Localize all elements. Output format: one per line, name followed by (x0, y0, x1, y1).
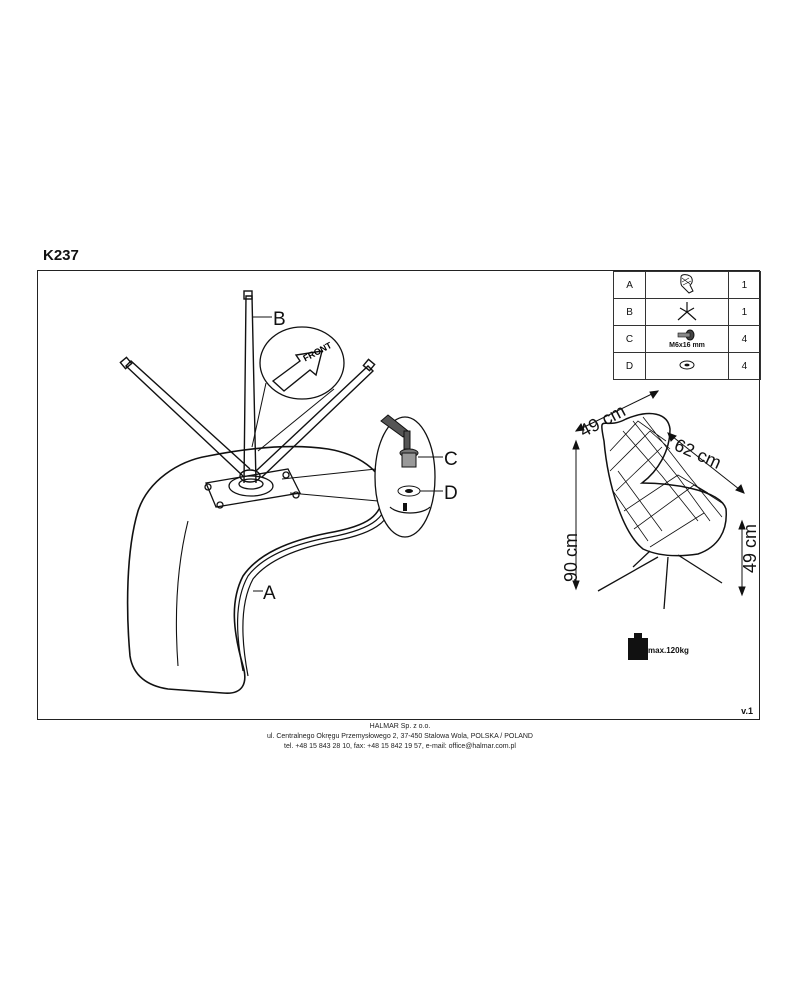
parts-row: C M6x16 mm 4 (612, 325, 762, 353)
callout-d: D (444, 483, 458, 504)
bolt-hole (282, 471, 290, 479)
part-qty: 4 (727, 352, 762, 380)
dim-seat-height: 49 cm (740, 524, 759, 573)
bolt-hole (216, 501, 224, 509)
dim-width: 62 cm (671, 435, 724, 473)
company-name: HALMAR Sp. z o.o. (369, 723, 431, 730)
callout-c: C (444, 449, 458, 470)
parts-row: D 4 (612, 352, 762, 380)
part-qty: 1 (727, 298, 762, 326)
company-footer: HALMAR Sp. z o.o. ul. Centralnego Okręgu… (0, 722, 800, 752)
assembly-drawing: FRONT B C D A (119, 290, 759, 694)
part-code: B (612, 298, 647, 326)
part-code: A (612, 271, 647, 299)
washer-icon (645, 352, 729, 380)
parts-row: A 1 (612, 271, 762, 299)
chair-seat-outline (126, 445, 394, 694)
max-load-label: max.120kg (648, 646, 689, 655)
chair-seat-icon (645, 271, 729, 299)
part-code: C (612, 325, 647, 353)
instruction-frame: FRONT B C D A (37, 270, 762, 720)
front-arrow-icon (271, 350, 323, 392)
front-detail: FRONT (251, 326, 345, 452)
hardware-detail (281, 414, 436, 538)
model-number: K237 (43, 247, 79, 264)
weight-icon (628, 633, 648, 660)
callout-a: A (263, 583, 276, 604)
part-qty: 1 (727, 271, 762, 299)
screw-icon: M6x16 mm (645, 325, 729, 353)
company-contact: tel. +48 15 843 28 10, fax: +48 15 842 1… (284, 743, 516, 750)
part-qty: 4 (727, 325, 762, 353)
parts-table: A 1 B 1 C M6x16 mm 4 D 4 (612, 271, 762, 380)
star-base (119, 290, 376, 484)
parts-row: B 1 (612, 298, 762, 326)
company-address: ul. Centralnego Okręgu Przemysłowego 2, … (266, 733, 533, 740)
dimension-drawing (597, 412, 727, 610)
star-base-icon (645, 298, 729, 326)
bolt-hole (292, 491, 300, 499)
part-code: D (612, 352, 647, 380)
dim-height: 90 cm (561, 533, 581, 582)
bolt-hole (204, 483, 212, 491)
screw-size-label: M6x16 mm (669, 342, 705, 349)
version-label: v.1 (741, 706, 753, 716)
callout-b: B (273, 309, 286, 330)
mounting-plate (204, 468, 301, 509)
